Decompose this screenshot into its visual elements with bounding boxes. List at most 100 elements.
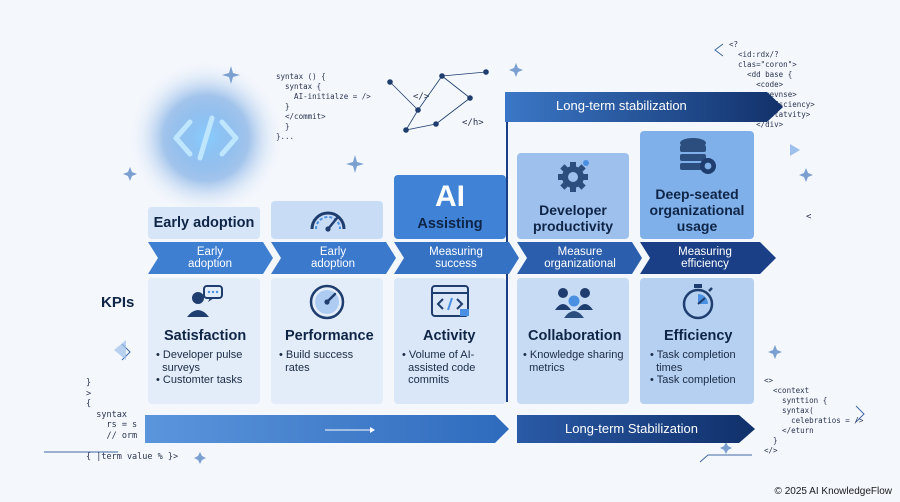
- bullet-activity-1: • Volume of AI- assisted code commits: [402, 349, 476, 386]
- user-chat-icon: [187, 285, 223, 317]
- speedometer-icon: [310, 211, 346, 232]
- gear-icon: [558, 160, 589, 192]
- card-activity: [394, 278, 506, 404]
- bullet-satisfaction-2-line-1: Customter tasks: [162, 374, 243, 386]
- sparkle-stars: [123, 63, 813, 464]
- code-line: </>: [764, 446, 778, 455]
- stage-4-title: Developer productivity: [517, 201, 629, 235]
- bullet-efficiency-1-line-1: Task completion: [656, 349, 736, 361]
- stage-2-chevron-line-1: Early: [319, 245, 347, 258]
- card-satisfaction: [148, 278, 260, 404]
- code-line: <context: [764, 386, 810, 395]
- network-tag-heading: </h>: [462, 118, 484, 128]
- top-banner-label: Long-term stabilization: [556, 98, 687, 113]
- bullet-activity-1-line-1: Volume of AI-: [408, 349, 475, 361]
- bullet-efficiency-1-line-2: times: [656, 361, 683, 374]
- network-tag-code: </>: [413, 92, 430, 102]
- deco-triangle-right: [790, 144, 800, 156]
- code-line: }: [86, 378, 92, 388]
- kpi-label: KPIs: [101, 294, 135, 311]
- stage-3-chevron-label: Measuring success: [406, 245, 506, 271]
- team-icon: [555, 288, 593, 318]
- copyright: © 2025 AI KnowledgeFlow: [774, 486, 892, 497]
- stage-1-title-box: [148, 207, 260, 239]
- bullet-efficiency-2-line-1: Task completion: [656, 374, 736, 386]
- code-line: <>: [764, 376, 774, 385]
- bullet-satisfaction-1: • Developer pulse surveys: [156, 349, 243, 374]
- code-snippet-right-bottom: <> <context synttion { syntax( celebrati…: [764, 376, 863, 456]
- code-line: synttion {: [764, 396, 828, 405]
- top-stabilization-banner: [505, 92, 783, 122]
- stage-1-title: Early adoption: [153, 215, 255, 231]
- code-snippet-top-right: <? <id:rdx/? clas="coron"> <dd base { <c…: [729, 40, 815, 180]
- code-line: clas="coron">: [729, 60, 797, 69]
- stage-4-title-line-2: productivity: [532, 218, 614, 234]
- stage-1-chevron-line-1: Early: [196, 245, 224, 258]
- stopwatch-icon: [682, 284, 714, 320]
- code-line: </div>: [729, 120, 784, 129]
- code-line: <efsciency>: [765, 100, 815, 109]
- stage-3-chevron-line-1: Measuring: [429, 245, 483, 258]
- code-line: }: [276, 122, 290, 131]
- stage-5-title-line-2: organizational: [649, 202, 745, 218]
- code-line: rs = s: [86, 420, 138, 430]
- code-snippet-left-bottom: }>{ syntax rs = s // orm { |term value %…: [86, 378, 178, 462]
- code-line: </eturn: [764, 426, 814, 435]
- stage-5-title-line-3: usage: [676, 218, 718, 234]
- code-line: }...: [276, 132, 295, 141]
- code-snippet-top-center: syntax () { syntax { AI-initialze = /> }…: [276, 72, 371, 142]
- stage-3-title-box: [394, 175, 506, 239]
- card-title-satisfaction: Satisfaction: [164, 328, 247, 344]
- stage-1-chevron-label: Early adoption: [160, 245, 260, 271]
- network-graph: [387, 69, 489, 133]
- code-line: </commit>: [276, 112, 326, 121]
- code-line: // orm: [86, 430, 138, 441]
- bottom-arrow-band: [145, 415, 755, 443]
- card-title-performance: Performance: [285, 328, 374, 344]
- bullet-performance-1-line-2: rates: [285, 361, 310, 374]
- code-line: { |term value % }>: [86, 451, 179, 462]
- stage-2-chevron-label: Early adoption: [283, 245, 383, 271]
- code-line: >: [86, 388, 92, 399]
- stage-3-title: Assisting: [417, 216, 483, 232]
- gauge-icon: [309, 284, 345, 320]
- bullet-collaboration-1-line-1: Knowledge sharing: [529, 349, 624, 361]
- stage-5-title-line-1: Deep-seated: [655, 186, 739, 202]
- stage-4-chevron-line-2: organizational: [544, 258, 616, 270]
- code-line: <?: [729, 40, 739, 49]
- stage-4-chevron-line-1: Measure: [557, 245, 603, 258]
- code-line: <id:rdx/?: [729, 50, 779, 59]
- code-line: celebratios = />: [764, 416, 864, 425]
- bullet-activity-1-line-2: assisted code: [408, 361, 476, 374]
- card-title-activity: Activity: [423, 328, 476, 344]
- bullet-efficiency-2: • Task completion: [650, 374, 736, 386]
- code-line: AI-initialze = />: [276, 92, 371, 101]
- stage-3-title-ai: AI: [435, 180, 465, 213]
- bullet-performance-1: • Build success rates: [279, 349, 354, 374]
- stage-1-chevron-line-2: adoption: [187, 258, 233, 270]
- deco-triangle-left: [114, 340, 126, 360]
- stage-5-title: Deep-seated organizational usage: [640, 185, 754, 235]
- stage-4-title-line-1: Developer: [539, 202, 607, 218]
- bullet-satisfaction-2: • Customter tasks: [156, 374, 243, 386]
- code-line: syntax(: [764, 406, 814, 415]
- glowing-code-icon: [173, 115, 239, 161]
- stage-2-title-box: [271, 201, 383, 239]
- stage-2-chevron-line-2: adoption: [310, 258, 356, 270]
- code-line: syntax () {: [276, 72, 326, 81]
- stage-5-chevron-line-1: Measuring: [678, 245, 732, 258]
- stage-5-chevron-label: Measuring efficiency: [650, 245, 760, 271]
- card-title-collaboration: Collaboration: [528, 328, 622, 344]
- database-gear-icon: [680, 138, 716, 174]
- code-line: <dd base {: [729, 70, 793, 79]
- bullet-activity-1-line-3: commits: [408, 374, 450, 386]
- chevron-band: [148, 242, 776, 274]
- bullet-efficiency-1: • Task completion times: [650, 349, 736, 374]
- code-line: }: [764, 436, 778, 445]
- bullet-collaboration-1-line-2: metrics: [529, 361, 565, 374]
- card-title-efficiency: Efficiency: [664, 328, 733, 344]
- code-line: <code>: [729, 80, 784, 89]
- stage-3-chevron-line-2: success: [435, 258, 477, 270]
- bullet-satisfaction-1-line-2: surveys: [162, 361, 201, 374]
